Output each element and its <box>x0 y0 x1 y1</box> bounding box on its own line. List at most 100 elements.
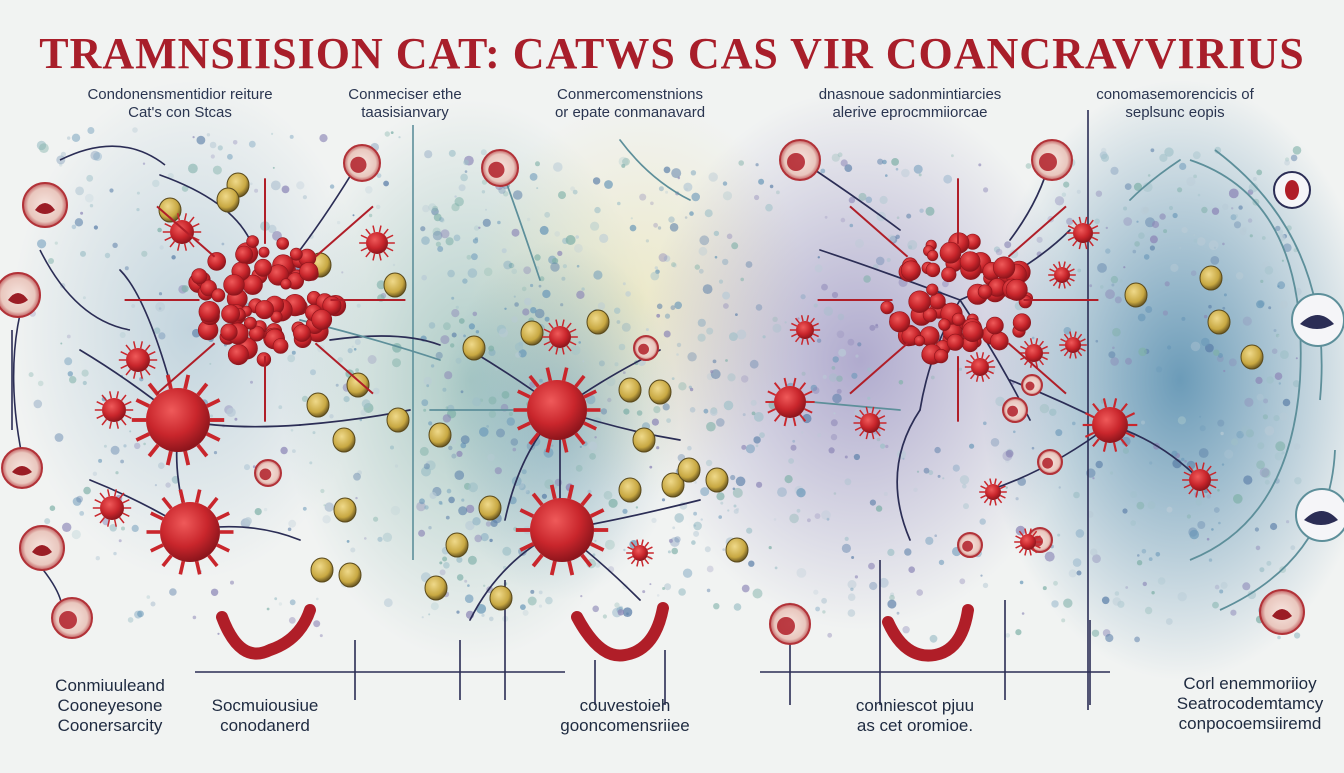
speckle-dot <box>95 556 101 561</box>
virus-spike <box>865 432 869 440</box>
virus-spike <box>812 333 819 338</box>
speckle-dot <box>244 517 252 525</box>
speckle-dot <box>586 394 596 405</box>
top-label-2: Conmeciser ethe taasisianvary <box>330 86 480 122</box>
speckle-dot <box>217 632 220 635</box>
speckle-dot <box>181 185 189 192</box>
speckle-dot <box>423 463 430 470</box>
speckle-dot <box>521 286 527 292</box>
speckle-dot <box>1136 501 1145 510</box>
speckle-dot <box>268 224 277 234</box>
virus-spike <box>1206 465 1212 472</box>
cell-nucleus <box>787 153 805 171</box>
virus-spike <box>791 322 798 327</box>
speckle-dot <box>667 550 671 554</box>
speckle-dot <box>81 369 89 377</box>
speckle-dot <box>132 127 138 133</box>
speckle-dot <box>774 566 778 570</box>
virus-spike <box>555 319 559 327</box>
speckle-dot <box>465 504 475 514</box>
speckle-dot <box>49 505 56 512</box>
virus-spike <box>192 222 200 228</box>
virus-spike <box>528 374 540 388</box>
virus-spike <box>386 234 394 239</box>
speckle-dot <box>302 195 307 200</box>
virus-spike <box>196 443 209 458</box>
speckle-dot <box>840 217 846 223</box>
virus-spike <box>589 542 605 552</box>
virus-spike <box>854 415 862 420</box>
speckle-dot <box>879 195 888 205</box>
virus-cell-icon <box>131 374 225 466</box>
speckle-dot <box>424 150 433 159</box>
speckle-dot <box>169 588 177 596</box>
speckle-dot <box>288 617 296 624</box>
virus-spike <box>1058 261 1061 268</box>
olive-particle-icon <box>677 457 701 483</box>
cluster-particle <box>959 251 981 272</box>
speckle-dot <box>1134 241 1140 247</box>
speckle-dot <box>1005 449 1014 458</box>
speckle-dot <box>722 191 733 201</box>
speckle-dot <box>221 242 225 246</box>
virus-spike <box>122 498 130 504</box>
speckle-dot <box>60 342 63 345</box>
speckle-dot <box>865 196 873 204</box>
olive-particle-icon <box>445 532 469 558</box>
speckle-dot <box>502 546 512 556</box>
speckle-dot <box>1142 206 1150 214</box>
speckle-dot <box>1061 192 1067 197</box>
speckle-dot <box>1230 438 1239 446</box>
virus-spike <box>1102 442 1108 452</box>
cluster-particle <box>951 312 966 327</box>
virus-spike <box>372 225 376 233</box>
speckle-dot <box>1244 397 1254 407</box>
virus-spike <box>1034 535 1041 540</box>
speckle-dot <box>75 186 84 196</box>
speckle-dot <box>390 445 394 450</box>
speckle-dot <box>544 316 550 322</box>
virus-spike <box>1074 352 1077 359</box>
speckle-dot <box>534 308 545 319</box>
olive-particle-icon <box>306 392 330 418</box>
virus-spike <box>124 414 132 420</box>
speckle-dot <box>1247 590 1257 600</box>
virus-spike <box>569 328 577 333</box>
olive-particle-icon <box>386 407 410 433</box>
speckle-dot <box>848 196 856 204</box>
speckle-dot <box>1275 225 1281 232</box>
virus-spike <box>1072 219 1078 226</box>
speckle-dot <box>649 583 652 586</box>
speckle-dot <box>87 127 95 134</box>
speckle-dot <box>1055 429 1063 437</box>
cluster-particle <box>191 268 208 285</box>
speckle-dot <box>1193 234 1196 237</box>
speckle-dot <box>841 543 852 554</box>
speckle-dot <box>687 352 697 362</box>
speckle-dot <box>857 342 862 347</box>
speckle-dot <box>1077 268 1082 273</box>
virus-spike <box>101 394 108 402</box>
infected-cells <box>51 139 1073 645</box>
speckle-dot <box>1225 278 1229 282</box>
speckle-dot <box>310 369 316 376</box>
speckle-dot <box>352 214 355 217</box>
speckle-dot <box>1072 421 1076 426</box>
virus-spike <box>1078 216 1082 224</box>
virus-spike <box>1032 530 1038 537</box>
speckle-dot <box>1132 249 1137 254</box>
cluster-particle <box>977 284 993 300</box>
virus-body <box>1092 407 1128 443</box>
speckle-dot <box>1268 306 1272 310</box>
speckle-dot <box>1112 597 1122 606</box>
bottom-label-5-line1: Corl enemmoriioy <box>1183 674 1317 693</box>
speckle-dot <box>1256 300 1265 309</box>
speckle-dot <box>1222 203 1229 210</box>
speckle-dot <box>581 287 585 291</box>
virus-spike <box>545 367 553 382</box>
virus-spike <box>194 560 202 575</box>
speckle-dot <box>421 466 431 477</box>
speckle-dot <box>450 438 457 445</box>
speckle-dot <box>1066 217 1074 225</box>
speckle-dot <box>119 332 126 338</box>
